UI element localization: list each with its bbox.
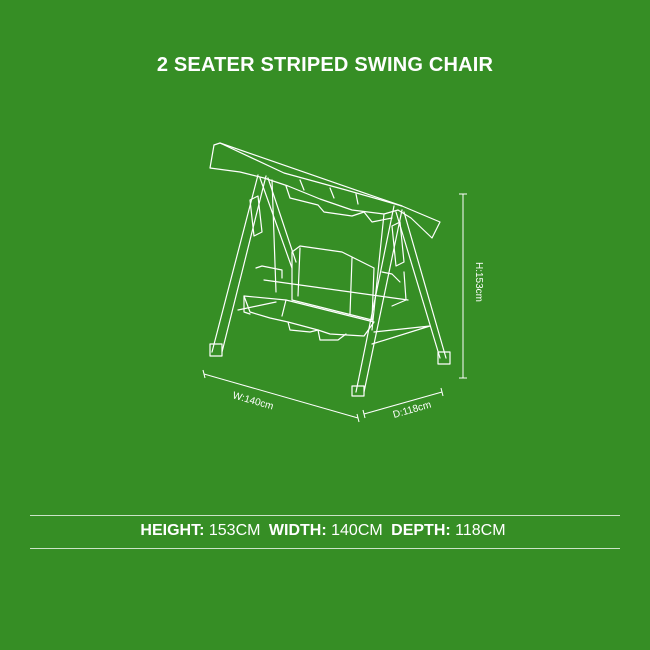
- width-value: 140CM: [331, 522, 383, 539]
- height-key: HEIGHT:: [140, 522, 205, 539]
- depth-key: DEPTH:: [391, 522, 451, 539]
- height-dimension-label: H:153cm: [473, 262, 484, 302]
- divider-top: [30, 515, 620, 516]
- dimension-lines: [202, 193, 467, 423]
- width-key: WIDTH:: [268, 522, 327, 539]
- height-value: 153CM: [208, 522, 261, 539]
- swing-chair-icon: [209, 142, 451, 397]
- width-dimension-label: W:140cm: [231, 390, 274, 412]
- depth-value: 118CM: [455, 522, 506, 539]
- depth-dimension-label: D:118cm: [392, 399, 433, 420]
- width-dimension-line: [203, 373, 359, 419]
- product-title: 2 SEATER STRIPED SWING CHAIR: [156, 54, 494, 76]
- divider-bottom: [30, 548, 620, 549]
- dimension-specs: HEIGHT: 153CM WIDTH: 140CM DEPTH: 118CM: [0, 520, 650, 542]
- depth-dimension-line: [363, 391, 443, 415]
